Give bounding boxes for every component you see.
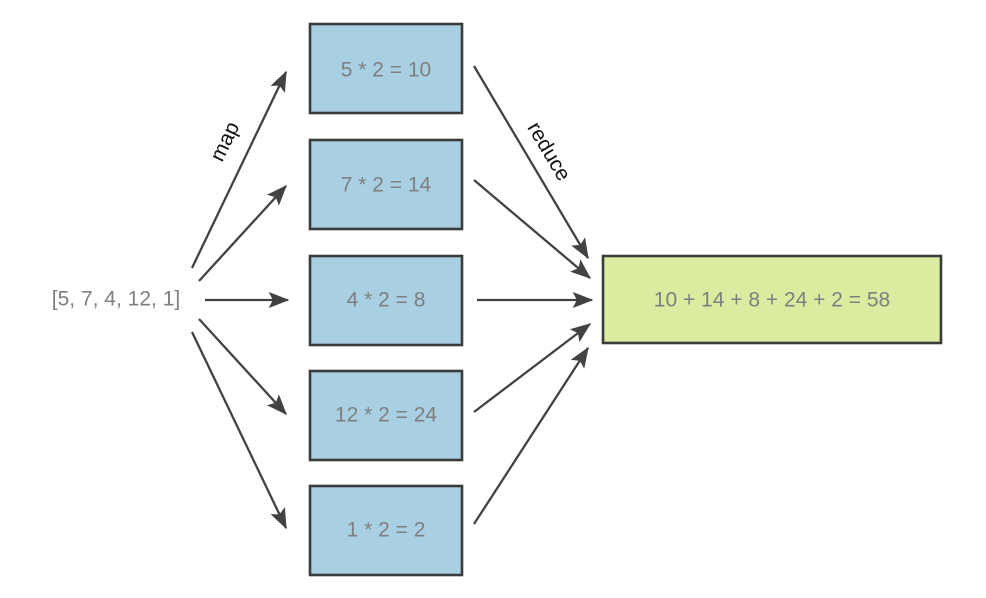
map-node-5-label: 1 * 2 = 2 — [347, 519, 426, 542]
map-edge-to-node-2 — [198, 184, 287, 282]
reduce-edge-label-group: reduce — [523, 118, 576, 185]
reduce-edge-from-node-4 — [473, 323, 592, 413]
map-node-2-label: 7 * 2 = 14 — [341, 174, 432, 197]
map-node-4: 12 * 2 = 24 — [308, 369, 464, 462]
map-edge-to-node-5 — [190, 331, 288, 530]
map-edges — [190, 70, 290, 530]
map-node-4-label: 12 * 2 = 24 — [335, 404, 437, 427]
reduce-edge-from-node-1 — [473, 65, 589, 260]
map-node-2: 7 * 2 = 14 — [308, 138, 464, 231]
reduce-edges — [473, 65, 594, 525]
result-node: 10 + 14 + 8 + 24 + 2 = 58 — [601, 254, 943, 345]
map-edge-to-node-4 — [198, 318, 287, 416]
map-node-5: 1 * 2 = 2 — [308, 484, 464, 577]
reduce-edge-from-node-5 — [473, 346, 589, 525]
map-edge-label: map — [206, 118, 244, 165]
map-node-3-label: 4 * 2 = 8 — [347, 289, 426, 312]
map-edge-label-group: map — [206, 118, 244, 165]
reduce-edge-label: reduce — [523, 118, 576, 185]
map-edge-to-node-1 — [190, 70, 288, 269]
result-node-label: 10 + 14 + 8 + 24 + 2 = 58 — [654, 289, 890, 312]
map-node-1-label: 5 * 2 = 10 — [341, 59, 432, 82]
input-array-label: [5, 7, 4, 12, 1] — [52, 288, 180, 311]
reduce-edge-from-node-2 — [473, 179, 592, 279]
map-node-3: 4 * 2 = 8 — [308, 254, 464, 347]
map-node-1: 5 * 2 = 10 — [308, 22, 464, 115]
